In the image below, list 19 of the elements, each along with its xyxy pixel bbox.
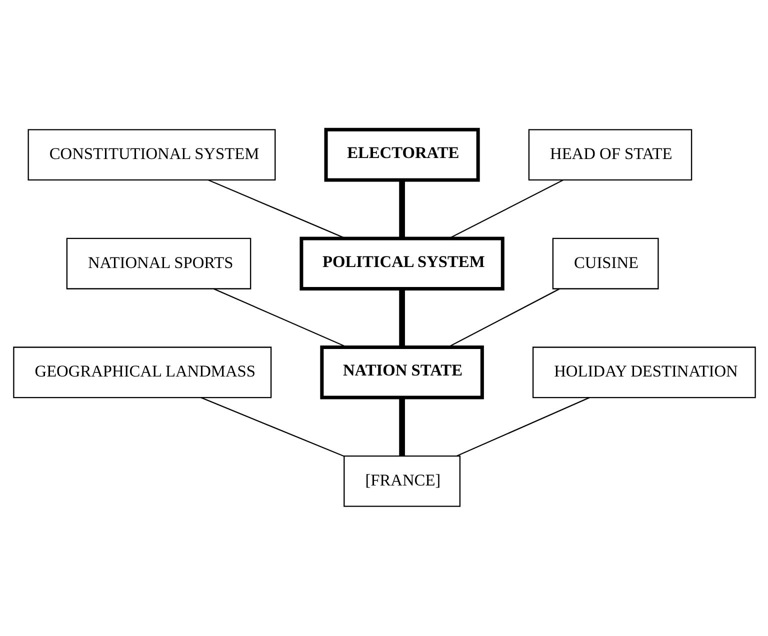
connector xyxy=(398,398,404,456)
node-box: HOLIDAY DESTINATION xyxy=(532,346,756,398)
node-box: [FRANCE] xyxy=(343,455,460,507)
node-box: POLITICAL SYSTEM xyxy=(299,236,504,291)
connector xyxy=(207,179,346,239)
node-box: NATION STATE xyxy=(320,345,484,400)
node-box: CUISINE xyxy=(552,238,658,290)
node-box: ELECTORATE xyxy=(324,128,480,182)
node-box: NATIONAL SPORTS xyxy=(66,238,251,290)
connector xyxy=(200,397,344,457)
connector xyxy=(398,288,404,348)
connector xyxy=(448,180,563,239)
connector xyxy=(447,288,560,348)
node-box: CONSTITUTIONAL SYSTEM xyxy=(27,129,276,181)
node-box: GEOGRAPHICAL LANDMASS xyxy=(12,346,272,398)
connector xyxy=(456,397,590,456)
connector xyxy=(212,288,347,348)
node-box: HEAD OF STATE xyxy=(528,129,692,181)
connector xyxy=(398,180,404,238)
